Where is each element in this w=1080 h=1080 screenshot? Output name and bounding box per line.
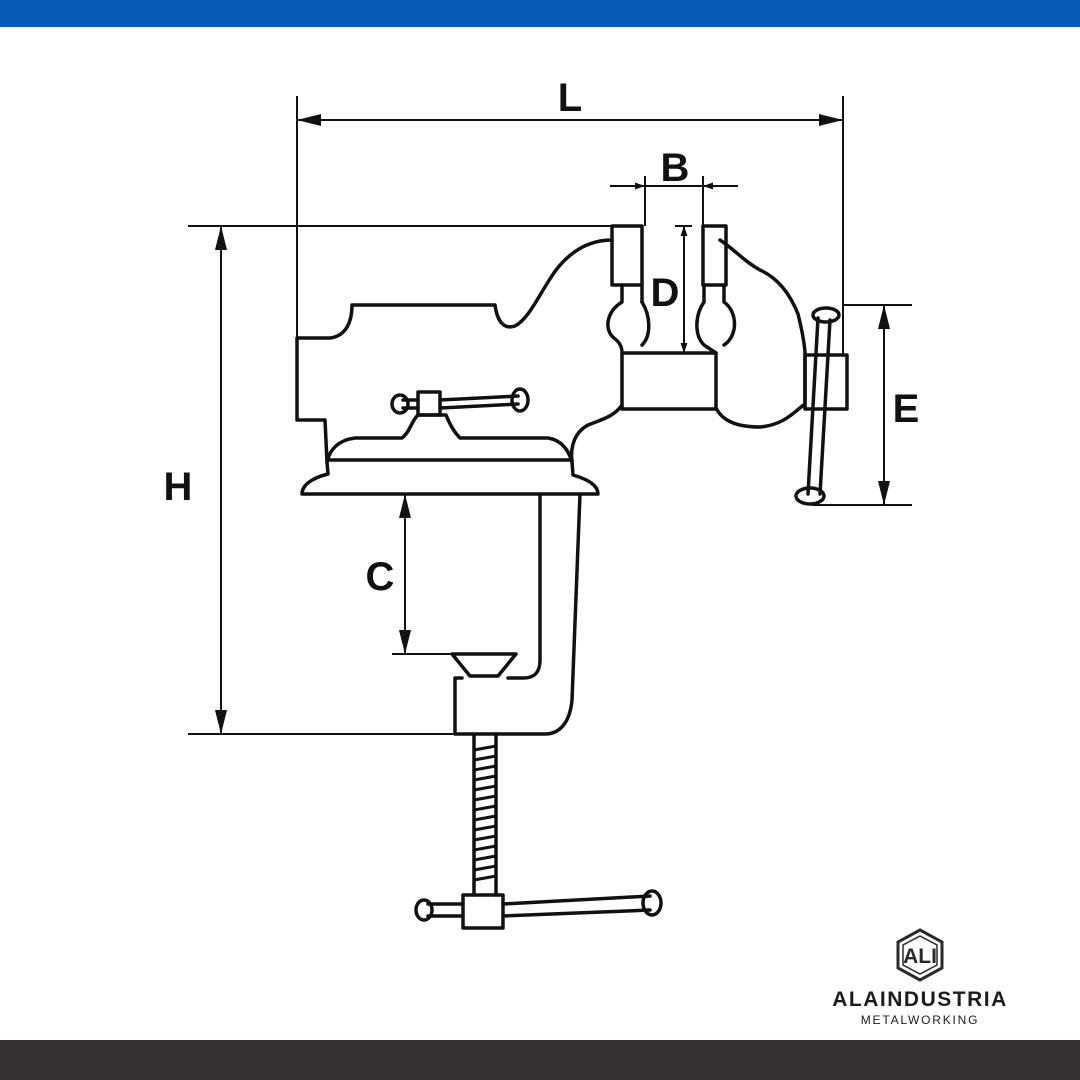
swivel-lock-block [416,390,442,417]
brand-tagline: METALWORKING [860,1013,980,1027]
dim-label-C: C [366,555,395,599]
dim-label-B: B [661,146,690,190]
clamp-pad [450,652,518,678]
screw-thread [473,744,497,882]
brand-name: ALAINDUSTRIA [832,988,1008,1011]
vise-outline [295,224,849,930]
swivel-lock-handle [401,394,520,410]
right-jaw-plate [701,224,728,287]
front-jaw-body [714,238,807,429]
dim-label-E: E [893,387,920,431]
bottom-footer-bar [0,1040,1080,1080]
swivel-base [300,413,600,496]
right-jaw-neck [695,283,718,355]
dim-label-L: L [558,76,582,120]
top-accent-bar [0,0,1080,27]
rear-body [295,238,614,464]
clamp-frame [506,492,542,680]
slide-block [620,351,718,411]
dim-label-D: D [651,271,680,315]
hexagon-logo-icon: ALI [896,928,944,982]
left-jaw-neck [606,283,624,355]
bottom-handle-block [461,893,505,930]
clamp-screw [472,732,498,897]
body-lower-curve [569,403,624,464]
dimension-lines [188,96,912,735]
logo-mark-text: ALI [903,945,937,968]
dimension-arrows [215,114,890,734]
brand-logo: ALI ALAINDUSTRIA METALWORKING [790,925,1050,1030]
bottom-handle-bar [426,894,652,918]
dim-label-H: H [164,465,193,509]
front-handle [806,316,820,496]
left-jaw-plate [610,224,644,287]
